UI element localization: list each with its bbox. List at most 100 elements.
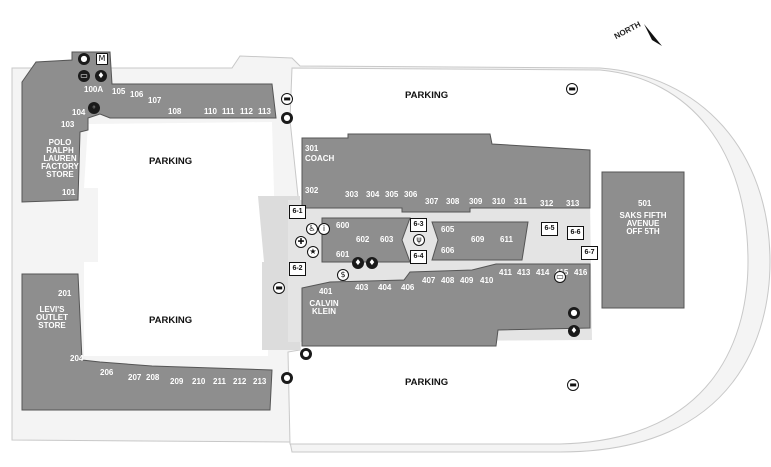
unit-406: 406 xyxy=(401,283,415,292)
unit-410: 410 xyxy=(480,276,494,285)
elevator-icon: M xyxy=(96,53,108,65)
unit-605: 605 xyxy=(441,225,455,234)
unit-305: 305 xyxy=(385,190,399,199)
unit-310: 310 xyxy=(492,197,506,206)
exit-6-6: 6-6 xyxy=(567,226,584,240)
bus-stop-icon: ▬ xyxy=(273,282,285,294)
unit-206: 206 xyxy=(100,368,114,377)
restroom-icon: ♦ xyxy=(366,257,378,269)
unit-103: 103 xyxy=(61,120,75,129)
north-label: NORTH xyxy=(612,19,643,41)
coca-cola-icon: ● xyxy=(300,348,312,360)
building-center-north xyxy=(301,133,591,213)
unit-404: 404 xyxy=(378,283,392,292)
unit-107: 107 xyxy=(148,96,162,105)
atm-icon: ▭ xyxy=(78,70,90,82)
unit-106: 106 xyxy=(130,90,144,99)
unit-201: 201 xyxy=(58,289,72,298)
bus-stop-icon: ▬ xyxy=(567,379,579,391)
stroller-icon: ✚ xyxy=(295,236,307,248)
unit-211: 211 xyxy=(213,377,226,386)
unit-111: 111 xyxy=(222,107,235,116)
unit-212: 212 xyxy=(233,377,247,386)
security-star-icon: ★ xyxy=(307,246,319,258)
unit-306: 306 xyxy=(404,190,418,199)
building-southwest xyxy=(21,273,273,411)
parking-area-west xyxy=(84,122,276,356)
unit-110: 110 xyxy=(204,107,217,116)
unit-213: 213 xyxy=(253,377,267,386)
unit-304: 304 xyxy=(366,190,380,199)
unit-112: 112 xyxy=(240,107,253,116)
unit-416: 416 xyxy=(574,268,588,277)
unit-101: 101 xyxy=(62,188,76,197)
unit-302: 302 xyxy=(305,186,319,195)
unit-308: 308 xyxy=(446,197,460,206)
dollar-icon: $ xyxy=(337,269,349,281)
unit-309: 309 xyxy=(469,197,483,206)
unit-408: 408 xyxy=(441,276,455,285)
restroom-icon: ♦ xyxy=(568,325,580,337)
unit-407: 407 xyxy=(422,276,436,285)
coca-cola-icon: ● xyxy=(78,53,90,65)
unit-413: 413 xyxy=(517,268,531,277)
unit-307: 307 xyxy=(425,197,439,206)
exit-6-1: 6-1 xyxy=(289,205,306,219)
unit-210: 210 xyxy=(192,377,206,386)
atm-icon: ▭ xyxy=(554,271,566,283)
information-icon: i xyxy=(318,223,330,235)
parking-label-north: PARKING xyxy=(405,90,449,101)
unit-609: 609 xyxy=(471,235,485,244)
unit-303: 303 xyxy=(345,190,359,199)
unit-600: 600 xyxy=(336,221,350,230)
north-arrow-icon xyxy=(644,24,662,46)
unit-601: 601 xyxy=(336,250,350,259)
unit-501: 501 xyxy=(638,199,652,208)
parking-label-west: PARKING xyxy=(149,156,193,167)
unit-414: 414 xyxy=(536,268,550,277)
unit-100A: 100A xyxy=(84,85,104,94)
bus-stop-icon: ▬ xyxy=(566,83,578,95)
unit-208: 208 xyxy=(146,373,160,382)
unit-603: 603 xyxy=(380,235,394,244)
accessible-icon: ♿ xyxy=(306,223,318,235)
unit-401: 401 xyxy=(319,287,333,296)
unit-108: 108 xyxy=(168,107,182,116)
coca-cola-icon: ● xyxy=(281,112,293,124)
unit-301: 301 xyxy=(305,144,319,153)
unit-311: 311 xyxy=(514,197,527,206)
bus-stop-icon: ▬ xyxy=(281,93,293,105)
unit-113: 113 xyxy=(258,107,271,116)
stroller-icon: ◦ xyxy=(88,102,100,114)
unit-602: 602 xyxy=(356,235,370,244)
exit-6-3: 6-3 xyxy=(410,218,427,232)
unit-411: 411 xyxy=(499,268,512,277)
parking-label-south: PARKING xyxy=(405,377,449,388)
food-icon: ψ xyxy=(413,234,425,246)
unit-104: 104 xyxy=(72,108,86,117)
building-northwest xyxy=(21,51,277,203)
anchor-coach: COACH xyxy=(305,154,335,163)
parking-label-southwest: PARKING xyxy=(149,315,193,326)
restroom-icon: ♦ xyxy=(352,257,364,269)
coca-cola-icon: ● xyxy=(281,372,293,384)
food-court-east xyxy=(431,221,529,261)
building-center-south xyxy=(301,263,591,347)
unit-312: 312 xyxy=(540,199,554,208)
unit-403: 403 xyxy=(355,283,369,292)
exit-6-4: 6-4 xyxy=(410,250,427,264)
restroom-icon: ♦ xyxy=(95,70,107,82)
food-court-west xyxy=(321,217,411,263)
unit-207: 207 xyxy=(128,373,142,382)
unit-611: 611 xyxy=(500,235,513,244)
unit-409: 409 xyxy=(460,276,474,285)
unit-209: 209 xyxy=(170,377,184,386)
exit-6-5: 6-5 xyxy=(541,222,558,236)
unit-105: 105 xyxy=(112,87,126,96)
unit-313: 313 xyxy=(566,199,580,208)
